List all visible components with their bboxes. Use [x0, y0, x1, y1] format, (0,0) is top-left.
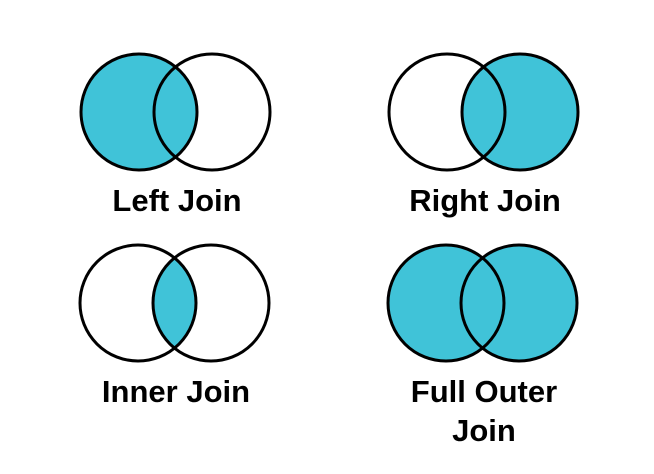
right-circle-outline: [459, 243, 579, 363]
venn-label-left-join: Left Join: [112, 183, 242, 218]
left-circle-outline: [79, 52, 199, 172]
venn-diagram-full-outer-join: Full Outer Join: [384, 243, 584, 450]
venn-graphic: [78, 243, 271, 363]
right-circle-fill: [461, 245, 577, 361]
venn-label-inner-join: Inner Join: [101, 374, 251, 409]
venn-graphic: [386, 243, 579, 363]
right-circle-outline: [460, 52, 580, 172]
right-circle-fill: [462, 54, 578, 170]
left-circle-outline: [386, 243, 506, 363]
venn-graphic: [387, 52, 580, 172]
left-circle-fill: [81, 54, 197, 170]
venn-label-full-outer-join: Full Outer Join: [410, 374, 558, 449]
left-circle-outline: [78, 243, 198, 363]
venn-graphic: [79, 52, 272, 172]
venn-label-right-join: Right Join: [409, 183, 561, 218]
venn-diagram-left-join: Left Join: [77, 52, 277, 220]
venn-diagram-inner-join: Inner Join: [76, 243, 276, 411]
left-circle-outline: [387, 52, 507, 172]
venn-diagram-right-join: Right Join: [385, 52, 585, 220]
intersection-lens: [152, 257, 197, 349]
right-circle-outline: [152, 52, 272, 172]
right-circle-outline: [151, 243, 271, 363]
